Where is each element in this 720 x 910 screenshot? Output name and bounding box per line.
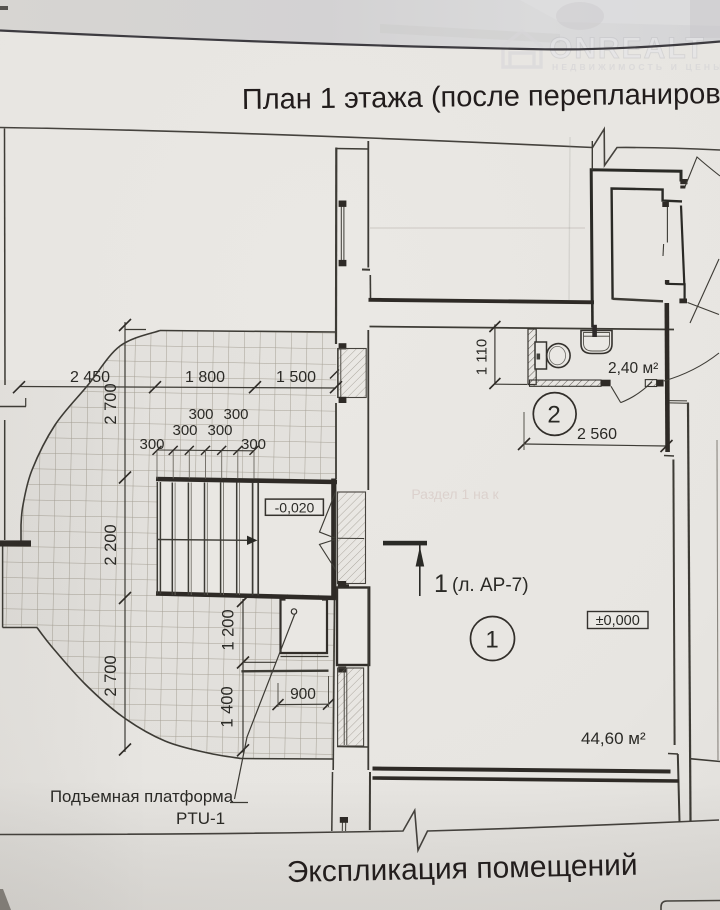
svg-text:1 200: 1 200	[220, 609, 238, 650]
svg-text:1: 1	[485, 627, 498, 654]
svg-text:44,60 м²: 44,60 м²	[581, 729, 646, 748]
svg-text:300: 300	[207, 422, 232, 439]
svg-text:1 110: 1 110	[474, 339, 491, 375]
svg-text:300: 300	[188, 406, 213, 423]
svg-text:1: 1	[434, 570, 448, 598]
svg-text:План 1 этажа (после перепланир: План 1 этажа (после перепланировки)	[242, 78, 720, 116]
svg-text:1 500: 1 500	[276, 369, 316, 386]
svg-text:2 560: 2 560	[577, 426, 617, 443]
svg-text:2: 2	[547, 402, 560, 429]
svg-text:300: 300	[241, 436, 266, 453]
svg-text:2,40 м²: 2,40 м²	[608, 360, 658, 377]
svg-text:(л. АР-7): (л. АР-7)	[452, 575, 529, 596]
svg-text:1 800: 1 800	[185, 369, 225, 386]
svg-text:300: 300	[172, 422, 197, 439]
svg-text:НЕДВИЖИМОСТЬ И ЦЕНЫ: НЕДВИЖИМОСТЬ И ЦЕНЫ	[552, 62, 720, 72]
svg-text:1 400: 1 400	[219, 686, 237, 727]
svg-text:±0,000: ±0,000	[596, 613, 640, 629]
svg-text:Раздел 1 на к: Раздел 1 на к	[411, 486, 499, 502]
svg-text:900: 900	[290, 686, 316, 703]
svg-text:-0,020: -0,020	[275, 500, 315, 516]
svg-text:300: 300	[223, 406, 248, 423]
